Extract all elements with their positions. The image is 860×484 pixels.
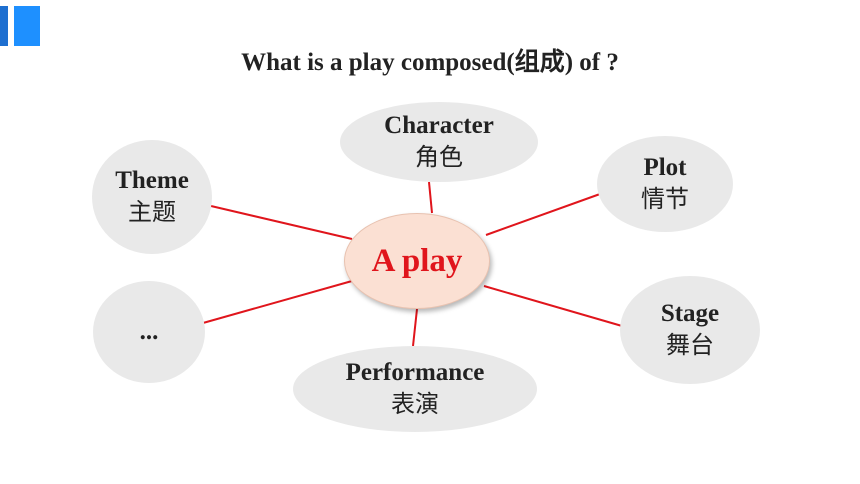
- node-theme-label: Theme: [115, 167, 189, 194]
- node-performance-label: Performance: [345, 359, 485, 386]
- node-plot: Plot 情节: [597, 136, 733, 232]
- node-character-label: Character: [384, 112, 494, 139]
- connector-character: [428, 181, 433, 214]
- accent-bar-left: [0, 6, 8, 46]
- node-theme: Theme 主题: [92, 140, 212, 254]
- page-title: What is a play composed(组成) of ?: [241, 49, 619, 76]
- node-theme-translation: 主题: [128, 198, 176, 226]
- connector-plot: [485, 193, 601, 236]
- node-performance-translation: 表演: [391, 390, 439, 418]
- accent-bar-right: [14, 6, 40, 46]
- node-stage-label: Stage: [660, 300, 720, 327]
- node-other-label: ...: [139, 318, 159, 345]
- node-plot-translation: 情节: [641, 185, 689, 213]
- node-stage-translation: 舞台: [666, 331, 714, 359]
- node-center: A play: [344, 213, 490, 309]
- node-character-translation: 角色: [415, 143, 463, 171]
- connector-stage: [483, 285, 623, 327]
- center-label: A play: [371, 242, 463, 279]
- connector-other: [202, 280, 353, 324]
- node-plot-label: Plot: [643, 154, 687, 181]
- connector-theme: [210, 205, 353, 240]
- node-character: Character 角色: [340, 102, 538, 182]
- node-performance: Performance 表演: [293, 346, 537, 432]
- node-other: ...: [93, 281, 205, 383]
- connector-performance: [412, 308, 418, 347]
- node-stage: Stage 舞台: [620, 276, 760, 384]
